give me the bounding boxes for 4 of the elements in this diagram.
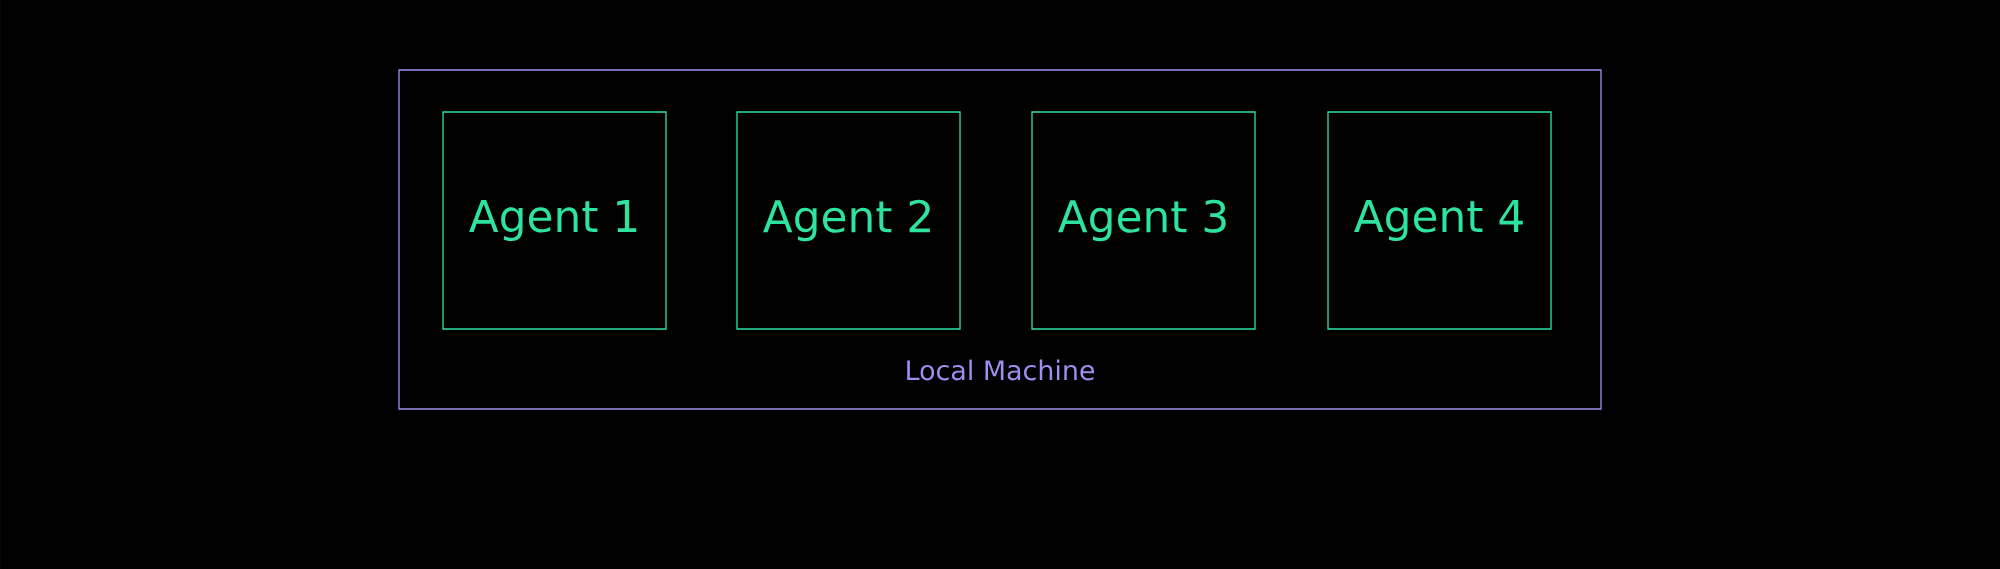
- agent-box: Agent 4: [1327, 111, 1552, 330]
- agent-box: Agent 2: [736, 111, 961, 330]
- agent-box: Agent 1: [442, 111, 667, 330]
- agent-box: Agent 3: [1031, 111, 1256, 330]
